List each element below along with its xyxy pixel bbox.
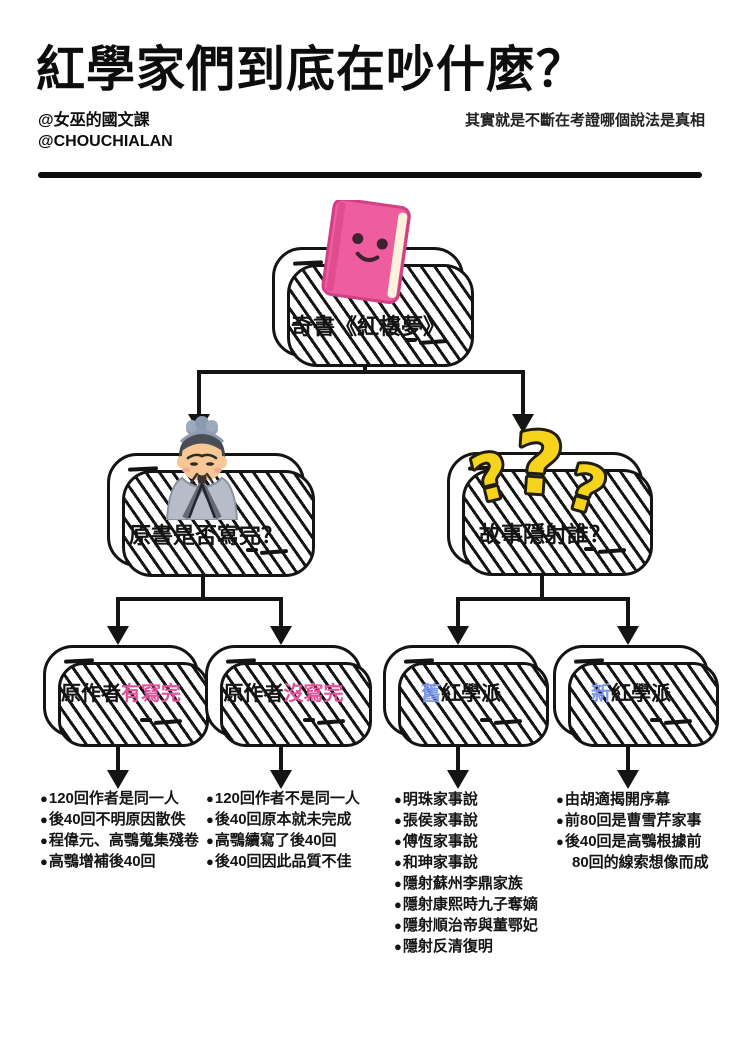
node-question-allusion-label: 故事隱射誰？ — [478, 522, 611, 547]
sketch-dash — [405, 338, 417, 342]
node-author-unfinished: 原作者沒寫完 — [205, 645, 372, 747]
list-item: ●隱射反清復明 — [394, 938, 493, 955]
list-item: ●高鶚續寫了後40回 — [206, 832, 337, 849]
svg-text:?: ? — [511, 423, 566, 515]
sketch-dash — [303, 718, 315, 722]
list-item: ●隱射順治帝與董鄂妃 — [394, 917, 538, 934]
list-author-finished: ●120回作者是同一人 ●後40回不明原因散佚 ●程偉元、高鶚蒐集殘卷 ●高鶚增… — [40, 788, 216, 872]
node-question-finished-label: 原書是否寫完？ — [128, 523, 283, 548]
list-item: ●後40回不明原因散佚 — [40, 811, 186, 828]
node-new-redology-label: 新紅學派 — [591, 682, 671, 705]
node-old-redology: 舊紅學派 — [383, 645, 549, 747]
node-new-redology: 新紅學派 — [553, 645, 719, 747]
sketch-dash — [140, 718, 152, 722]
sketch-dash — [63, 658, 95, 664]
sketch-dash — [663, 719, 693, 725]
bullet-icon: ● — [40, 791, 48, 806]
bullet-icon: ● — [40, 833, 48, 848]
list-item: ●後40回原本就未完成 — [206, 811, 352, 828]
node-old-redology-label: 舊紅學派 — [421, 682, 501, 705]
bullet-icon: ● — [394, 876, 402, 891]
bullet-icon: ● — [394, 939, 402, 954]
author-credits: @女巫的國文課 @CHOUCHIALAN — [38, 111, 173, 153]
bullet-icon: ● — [394, 918, 402, 933]
svg-text:?: ? — [464, 438, 517, 517]
sketch-dash — [403, 658, 435, 664]
node-root-book: 奇書《紅樓夢》 — [272, 247, 474, 367]
list-item: ●隱射康熙時九子奪嫡 — [394, 896, 538, 913]
pink-book-icon — [321, 200, 411, 304]
credit-handle-1: @女巫的國文課 — [38, 112, 150, 129]
sketch-dash — [246, 548, 258, 552]
sketch-dash — [650, 718, 662, 722]
list-item: ●明珠家事說 — [394, 791, 478, 808]
bullet-icon: ● — [206, 812, 214, 827]
bullet-icon: ● — [206, 854, 214, 869]
sketch-dash — [584, 547, 596, 551]
list-item: ●前80回是曹雪芹家事 — [556, 812, 702, 829]
sketch-dash — [480, 718, 492, 722]
sketch-dash — [573, 658, 605, 664]
list-item: ●後40回因此品質不佳 — [206, 853, 352, 870]
list-item: ●張侯家事說 — [394, 812, 478, 829]
subtitle-tagline: 其實就是不斷在考證哪個說法是真相 — [464, 112, 705, 129]
list-item: ●120回作者不是同一人 — [206, 790, 360, 807]
list-item: ●120回作者是同一人 — [40, 790, 179, 807]
page-title: 紅學家們到底在吵什麼？ — [36, 43, 587, 97]
question-marks-icon: ? ? ? — [461, 423, 617, 517]
list-new-redology: ●由胡適揭開序幕 ●前80回是曹雪芹家事 ●後40回是高鶚根據前 80回的線索想… — [556, 789, 728, 873]
list-item: ●程偉元、高鶚蒐集殘卷 — [40, 832, 199, 849]
sketch-dash — [597, 548, 627, 554]
node-author-finished-label: 原作者有寫完 — [61, 682, 181, 705]
bullet-icon: ● — [40, 854, 48, 869]
sketch-dash — [225, 658, 257, 664]
list-author-unfinished: ●120回作者不是同一人 ●後40回原本就未完成 ●高鶚續寫了後40回 ●後40… — [206, 788, 390, 872]
node-author-finished: 原作者有寫完 — [43, 645, 209, 747]
bullet-icon: ● — [394, 897, 402, 912]
list-item: ●傅恆家事說 — [394, 833, 478, 850]
bullet-icon: ● — [206, 791, 214, 806]
sketch-dash — [493, 719, 523, 725]
bullet-icon: ● — [394, 855, 402, 870]
node-root-label: 奇書《紅樓夢》 — [290, 314, 445, 339]
bullet-icon: ● — [394, 813, 402, 828]
node-author-unfinished-label: 原作者沒寫完 — [223, 682, 344, 705]
node-question-allusion: 故事隱射誰？ — [447, 452, 653, 576]
header-divider — [38, 172, 702, 178]
bullet-icon: ● — [40, 812, 48, 827]
bullet-icon: ● — [394, 834, 402, 849]
list-item: ●後40回是高鶚根據前 — [556, 833, 702, 850]
list-item: ●由胡適揭開序幕 — [556, 791, 670, 808]
list-old-redology: ●明珠家事說 ●張侯家事說 ●傅恆家事說 ●和珅家事說 ●隱射蘇州李鼎家族 ●隱… — [394, 789, 572, 957]
list-item-continuation: 80回的線索想像而成 — [572, 854, 709, 871]
bullet-icon: ● — [556, 834, 564, 849]
old-scholar-icon — [165, 416, 239, 520]
list-item: ●高鶚增補後40回 — [40, 853, 156, 870]
list-item: ●和珅家事說 — [394, 854, 478, 871]
bullet-icon: ● — [394, 792, 402, 807]
credit-handle-2: @CHOUCHIALAN — [38, 132, 173, 150]
bullet-icon: ● — [556, 792, 564, 807]
svg-text:?: ? — [559, 449, 614, 517]
list-item: ●隱射蘇州李鼎家族 — [394, 875, 523, 892]
bullet-icon: ● — [556, 813, 564, 828]
sketch-dash — [153, 719, 183, 725]
sketch-dash — [316, 719, 346, 725]
bullet-icon: ● — [206, 833, 214, 848]
